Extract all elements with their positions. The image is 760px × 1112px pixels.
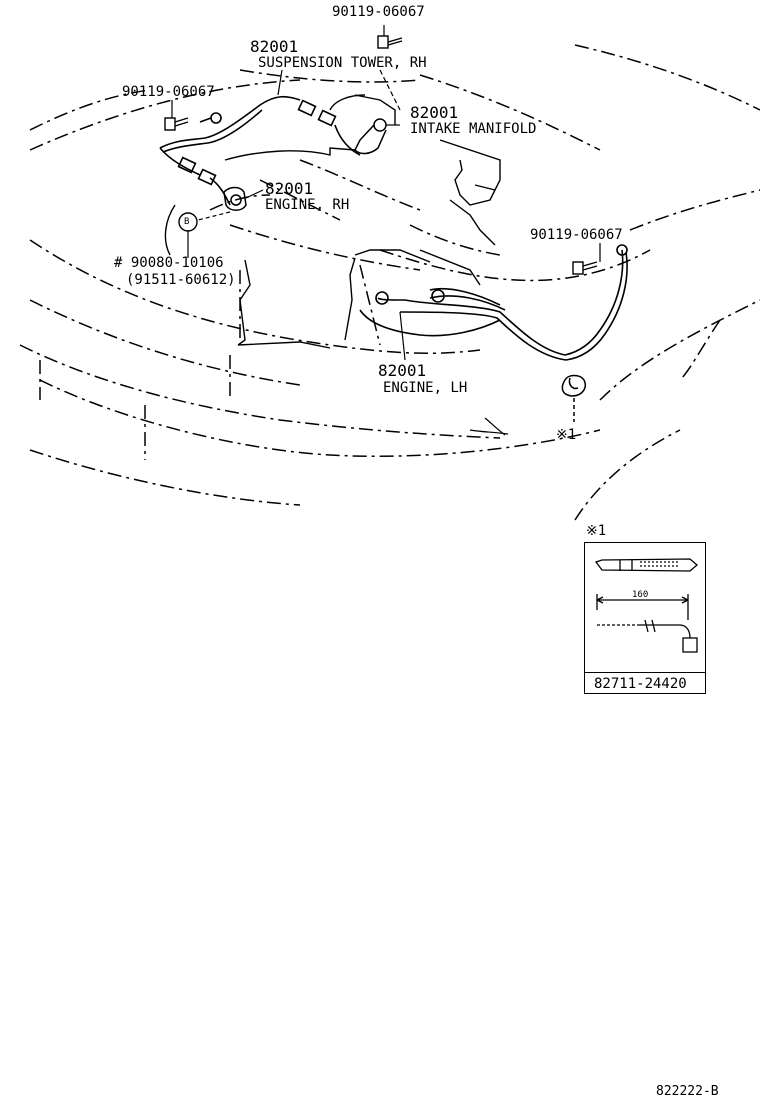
bolt-icon [377,35,403,49]
engine-lh-strap [359,244,628,361]
intake-manifold-terminal [354,118,387,155]
detail-part-number: 82711-24420 [594,676,687,692]
engine-rh-part-number: 82001 [265,179,314,198]
engine-block [164,94,501,349]
suspension-tower-strap [159,95,361,206]
detail-box [584,542,706,694]
bolt-icon [164,117,189,131]
bolt-part-number: 90119-06067 [530,227,623,243]
bolt-icon [572,261,598,275]
intake-part-number: 82001 [410,103,459,122]
suspension-part-number: 82001 [250,37,299,56]
detail-divider [585,672,705,673]
leader-lines [171,25,601,436]
bolt-part-number: 90119-06067 [332,4,425,20]
ref-b-circle [178,212,198,232]
clamp-ref: ※1 [556,427,577,443]
intake-part-name: INTAKE MANIFOLD [410,121,537,137]
engine-lh-part-number: 82001 [378,361,427,380]
dimension-label: 160 [632,590,649,600]
hash-part-number: # 90080-10106 [114,255,224,271]
clamp-icon [561,374,586,422]
engine-lh-part-name: ENGINE, LH [383,380,468,396]
engine-rh-part-name: ENGINE, RH [265,197,350,213]
ref-b-label: B [184,217,190,227]
alt-part-number: (91511-60612) [126,272,236,288]
suspension-part-name: SUSPENSION TOWER, RH [258,55,427,71]
bolt-part-number: 90119-06067 [122,84,215,100]
detail-ref: ※1 [586,523,607,539]
diagram-code: 822222-B [656,1084,719,1099]
cable-tie-detail [594,558,698,653]
engine-rh-terminal [223,186,247,211]
